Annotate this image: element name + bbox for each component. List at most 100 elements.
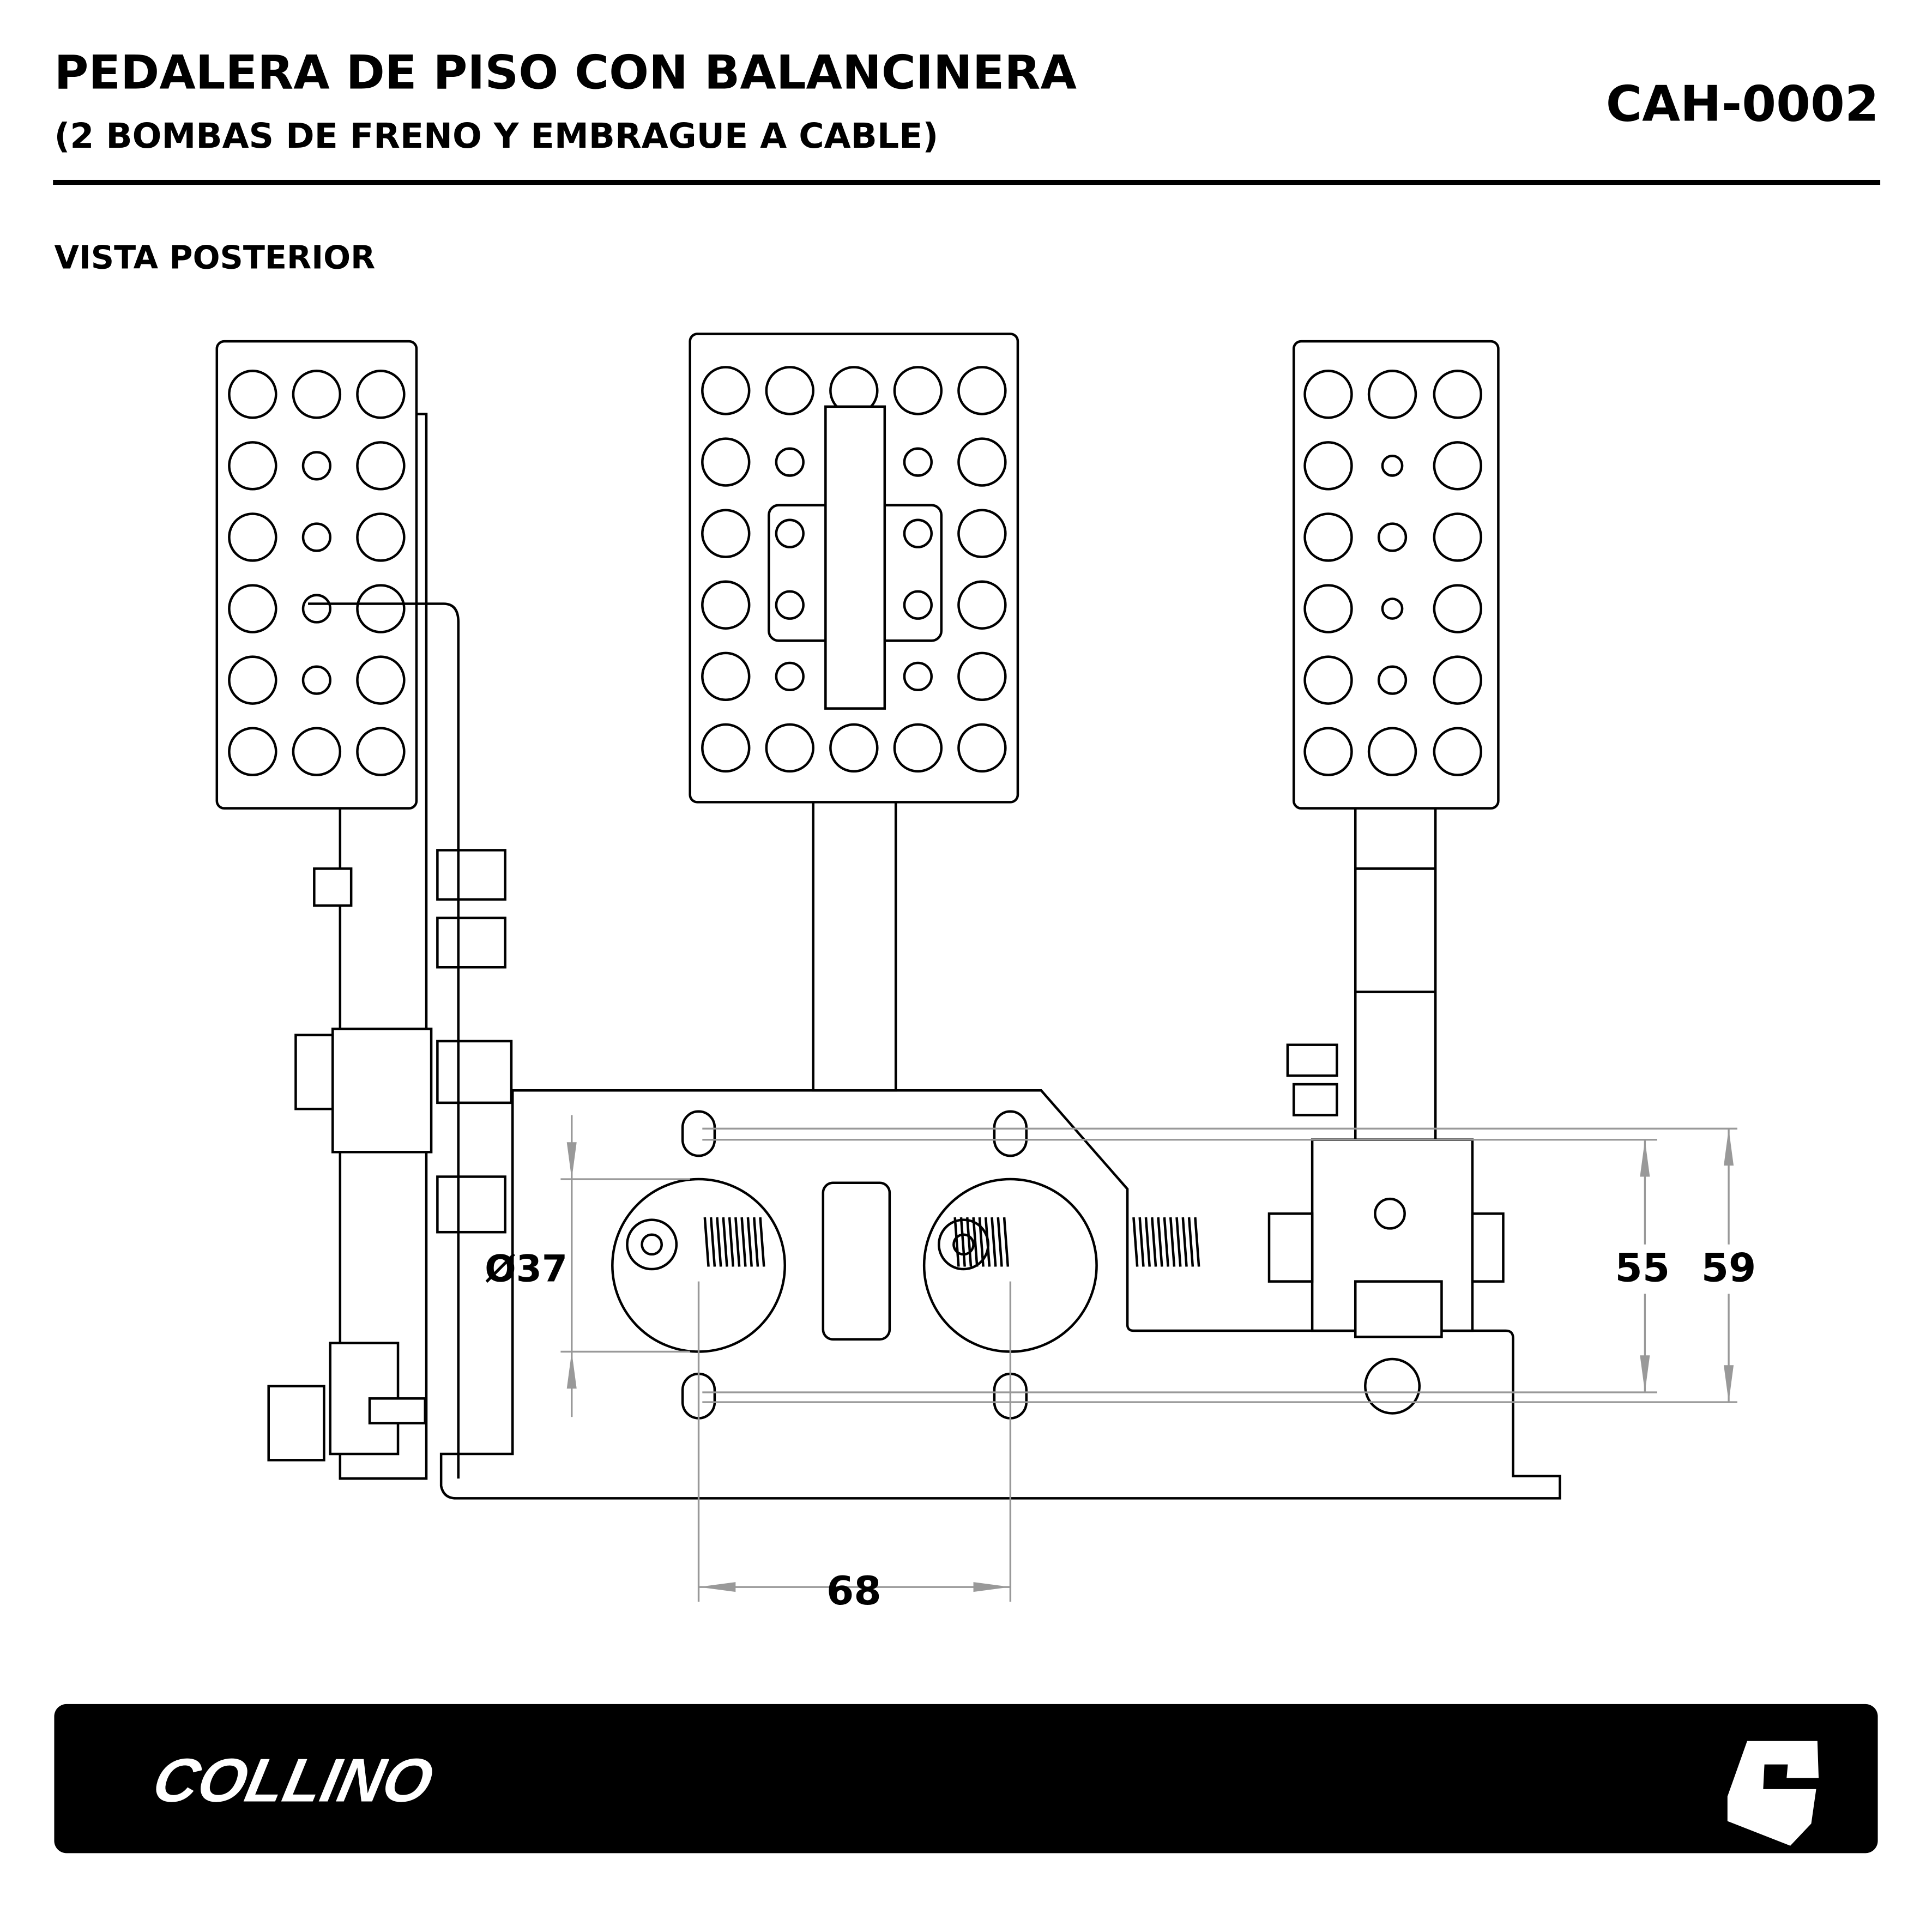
pedal-grip-hole (228, 655, 277, 705)
pedal-grip-hole (292, 370, 342, 419)
pedal-grip-hole (356, 441, 406, 491)
thread-line (1138, 1217, 1145, 1267)
brand-c-logo: C (1727, 1741, 1819, 1846)
hardware-block (331, 1028, 433, 1154)
cable-rod (308, 602, 460, 1479)
pedal-grip-hole (829, 723, 879, 773)
pedal-grip-hole (1433, 727, 1483, 776)
pedal-grip-hole (1303, 441, 1353, 491)
thread-line (728, 1217, 735, 1267)
pedal-grip-hole (1433, 441, 1483, 491)
pedal-grip-hole (701, 437, 751, 487)
pedal-grip-hole (701, 509, 751, 558)
pedal-grip-hole (775, 661, 805, 691)
pedal-grip-hole (1367, 370, 1417, 419)
pedal-grip-hole (1433, 512, 1483, 562)
pedal-grip-hole (1433, 655, 1483, 705)
balance-bar-block (822, 1181, 891, 1341)
hardware-block (1267, 1212, 1314, 1283)
thread-line (984, 1217, 991, 1267)
pedal-grip-hole (1367, 727, 1417, 776)
pivot-boss (1364, 1357, 1421, 1415)
pedal-grip-hole (228, 584, 277, 633)
pedal-grip-hole (1381, 597, 1404, 620)
thread-line (972, 1217, 979, 1267)
pedal-grip-hole (1303, 370, 1353, 419)
pedal-grip-hole (1433, 370, 1483, 419)
part-code: CAH-0002 (1606, 76, 1879, 133)
thread-line (759, 1217, 765, 1267)
pedal-grip-hole (228, 727, 277, 776)
pedal-grip-hole (292, 727, 342, 776)
pedal-grip-hole (701, 580, 751, 630)
thread-line (1151, 1217, 1157, 1267)
thread-line (716, 1217, 722, 1267)
pedal-grip-hole (701, 723, 751, 773)
thread-line (746, 1217, 753, 1267)
pedal-grip-hole (356, 370, 406, 419)
hardware-block (436, 1040, 513, 1104)
dimension-spacing: 68 (826, 1568, 882, 1614)
thread-line (734, 1217, 741, 1267)
pedal-grip-hole (1303, 727, 1353, 776)
pedal-grip-hole (893, 723, 943, 773)
dimension-lines (560, 1115, 1737, 1602)
header-divider (53, 179, 1881, 185)
pedal-grip-hole (957, 580, 1007, 630)
pedal-grip-hole (356, 584, 406, 633)
adjuster-nut (1374, 1197, 1406, 1230)
pedal-grip-hole (301, 594, 331, 624)
pedal-grip-hole (775, 518, 805, 548)
pedal-grip-hole (356, 655, 406, 705)
thread-line (1132, 1217, 1139, 1267)
pedal-grip-hole (903, 661, 933, 691)
cylinder-port (626, 1218, 678, 1271)
thread-line (1194, 1217, 1200, 1267)
pedal-grip-hole (301, 522, 331, 552)
thread-line (978, 1217, 985, 1267)
pedal-bracket (824, 405, 886, 710)
pedal-grip-hole (765, 723, 814, 773)
pedal-grip-hole (765, 366, 814, 415)
thread-line (1144, 1217, 1151, 1267)
drawing-subtitle: (2 BOMBAS DE FRENO Y EMBRAGUE A CABLE) (54, 116, 938, 156)
pedal-grip-hole (301, 451, 331, 481)
pedal-grip-hole (957, 437, 1007, 487)
thread-line (1003, 1217, 1010, 1267)
pedal-grip-hole (356, 727, 406, 776)
pedal-grip-hole (228, 370, 277, 419)
pedal-grip-hole (1303, 584, 1353, 633)
pedal-grip-hole (701, 366, 751, 415)
brand-logo: COLLINO (147, 1747, 439, 1815)
hardware-block (267, 1385, 325, 1462)
pedal-grip-hole (701, 651, 751, 702)
pedal-grip-hole (356, 512, 406, 562)
thread-line (997, 1217, 1003, 1267)
hardware-block (294, 1034, 334, 1110)
thread-line (1157, 1217, 1163, 1267)
pedal-grip-hole (1381, 455, 1404, 477)
mounting-slot (993, 1110, 1028, 1157)
dimension-diameter: Ø37 (485, 1247, 567, 1290)
pedal-grip-hole (775, 590, 805, 620)
thread-line (953, 1217, 960, 1267)
pedal-grip-hole (1303, 512, 1353, 562)
pedal-grip-hole (1303, 655, 1353, 705)
thread-line (709, 1217, 716, 1267)
pedal-grip-hole (903, 447, 933, 477)
hardware-block (436, 849, 506, 901)
hardware-block (368, 1397, 427, 1424)
pedal-grip-hole (1377, 665, 1408, 695)
dimension-height-59: 59 (1701, 1246, 1756, 1291)
pedal-grip-hole (1433, 584, 1483, 633)
pedal-grip-hole (903, 590, 933, 620)
pedal-grip-hole (957, 651, 1007, 702)
pedal-grip-hole (228, 512, 277, 562)
hardware-block (1292, 1083, 1338, 1116)
thread-line (966, 1217, 973, 1267)
pedal-grip-hole (301, 665, 331, 695)
thread-line (752, 1217, 759, 1267)
footer-bar (54, 1704, 1878, 1853)
pedal-grip-hole (903, 518, 933, 548)
